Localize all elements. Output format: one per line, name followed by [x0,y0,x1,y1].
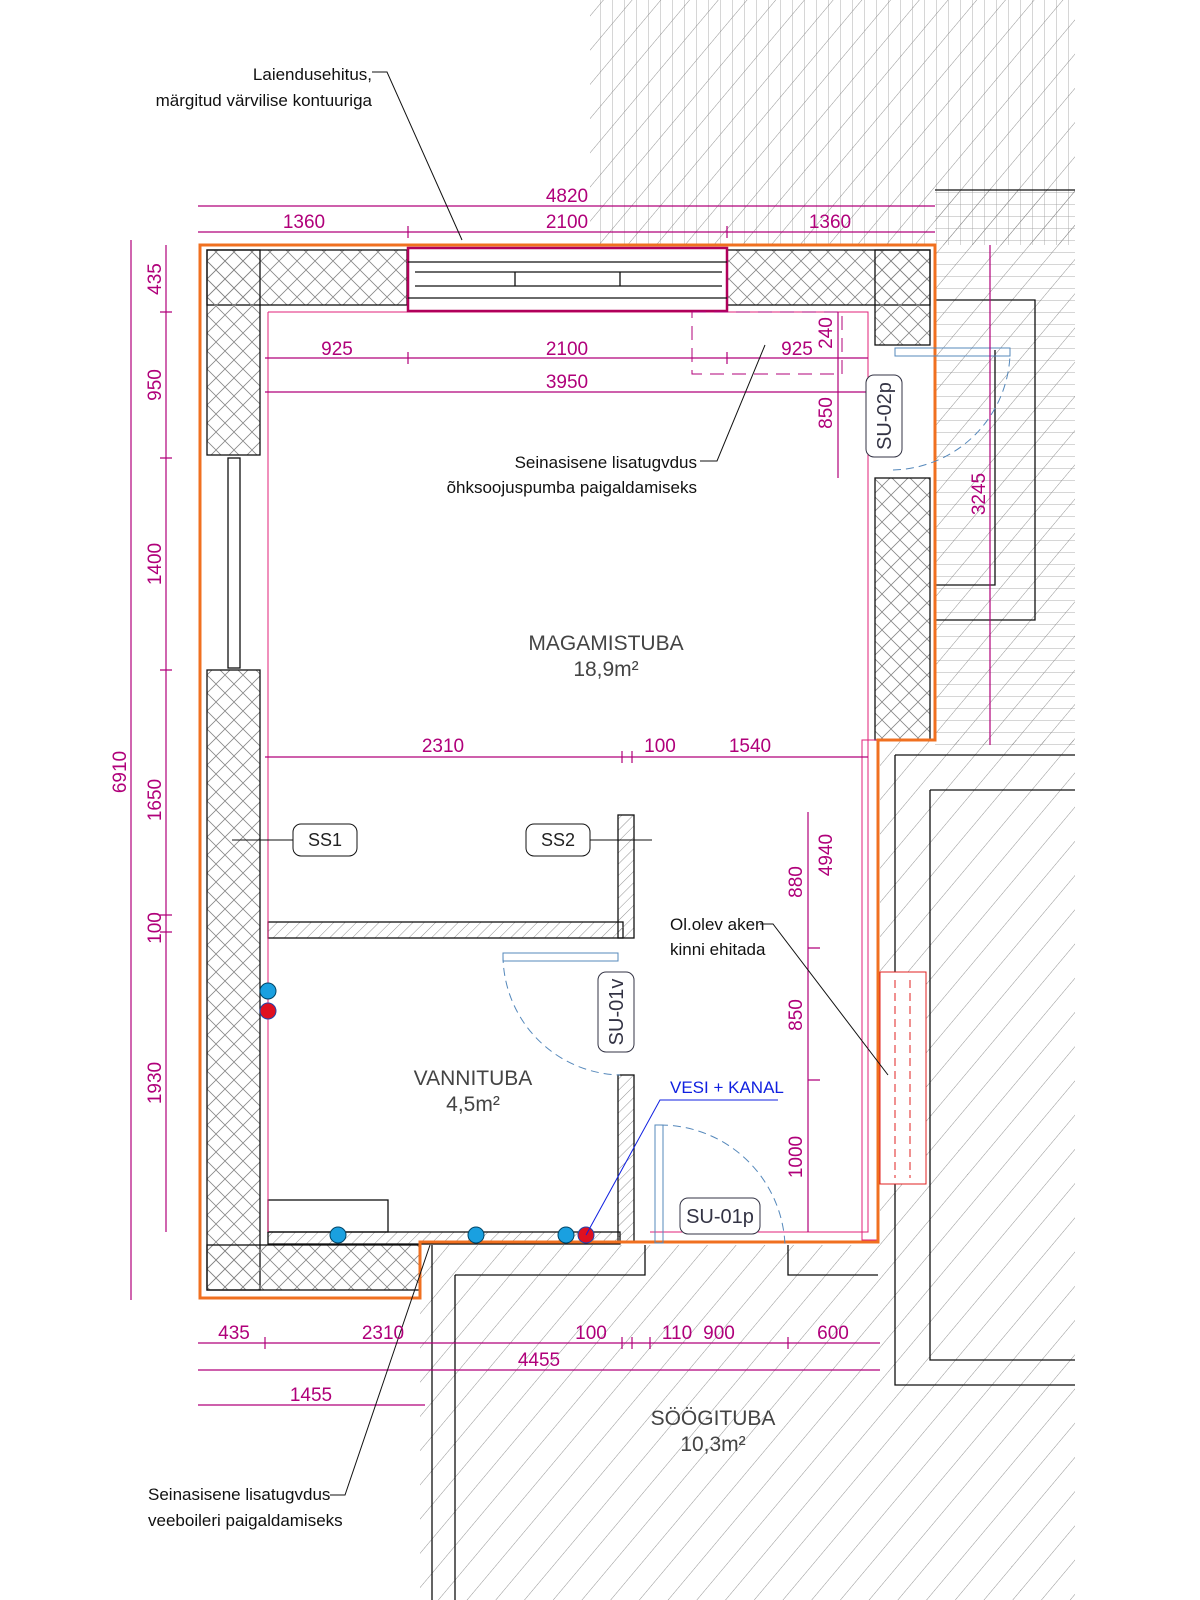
svg-text:435: 435 [145,263,166,295]
svg-text:2100: 2100 [546,339,588,360]
svg-text:2100: 2100 [546,212,588,233]
note-boiler: Seinasisene lisatugvdus [148,1485,330,1504]
leaders [330,71,889,1496]
svg-text:3245: 3245 [969,473,990,515]
svg-text:1650: 1650 [145,779,166,821]
room-area: 4,5m² [446,1093,500,1116]
svg-text:SU-02p: SU-02p [874,382,896,450]
svg-text:SS1: SS1 [308,830,342,850]
svg-text:4940: 4940 [816,834,837,876]
svg-text:850: 850 [786,999,807,1031]
note-extension: Laiendusehitus, [253,65,372,84]
svg-text:240: 240 [816,317,837,349]
svg-text:100: 100 [644,736,676,757]
section-marker-ss2: SS2 [525,823,652,857]
walls [206,249,931,1291]
svg-text:600: 600 [817,1323,849,1344]
svg-text:100: 100 [575,1323,607,1344]
svg-text:1540: 1540 [729,736,771,757]
door-tag-su-01v: SU-01v [597,971,635,1053]
svg-text:6910: 6910 [110,751,131,793]
sewer-pipe-icon [259,1002,277,1020]
water-pipe-icon [467,1226,485,1244]
room-area: 10,3m² [680,1433,745,1456]
svg-text:100: 100 [145,912,166,944]
svg-text:2310: 2310 [362,1323,404,1344]
svg-text:4455: 4455 [518,1350,560,1371]
svg-text:1360: 1360 [809,212,851,233]
svg-text:950: 950 [145,369,166,401]
water-pipe-icon [557,1226,575,1244]
door-swings [502,347,1011,1246]
svg-text:1360: 1360 [283,212,325,233]
door-tag-su-02p: SU-02p [865,374,903,458]
svg-text:1930: 1930 [145,1062,166,1104]
svg-text:SS2: SS2 [541,830,575,850]
svg-text:SU-01v: SU-01v [606,979,628,1046]
note-heatpump: õhksoojuspumba paigaldamiseks [447,478,697,497]
svg-text:1400: 1400 [145,543,166,585]
door-tag-su-01p: SU-01p [679,1197,761,1235]
svg-text:925: 925 [781,339,813,360]
water-pipe-icon [329,1226,347,1244]
svg-text:2310: 2310 [422,736,464,757]
svg-text:880: 880 [786,866,807,898]
svg-text:925: 925 [321,339,353,360]
svg-text:SU-01p: SU-01p [686,1206,754,1228]
svg-text:1455: 1455 [290,1385,332,1406]
dimension-labels: 4820 1360 2100 1360 925 2100 925 240 395… [110,186,990,1406]
extension-outline [198,243,937,1300]
svg-text:850: 850 [816,397,837,429]
svg-text:110: 110 [662,1323,692,1344]
section-marker-ss1: SS1 [232,823,358,857]
pipes [259,982,778,1244]
dimension-lines [130,205,991,1406]
note-window: kinni ehitada [670,940,766,959]
room-name: SÖÖGITUBA [651,1407,776,1430]
heatpump-niche [691,311,843,375]
svg-text:3950: 3950 [546,372,588,393]
svg-text:435: 435 [218,1323,250,1344]
svg-text:4820: 4820 [546,186,588,207]
water-pipe-icon [259,982,277,1000]
existing-window-closed [879,971,927,1185]
note-heatpump: Seinasisene lisatugvdus [515,453,697,472]
note-extension: märgitud värvilise kontuuriga [156,91,373,110]
note-boiler: veeboileri paigaldamiseks [148,1511,343,1530]
window-top [406,246,729,313]
svg-text:1000: 1000 [786,1136,807,1178]
room-area: 18,9m² [573,658,638,681]
plumbing-label: VESI + KANAL [670,1078,784,1097]
room-name: MAGAMISTUBA [528,632,683,655]
note-window: Ol.olev aken [670,915,765,934]
room-name: VANNITUBA [414,1067,533,1090]
svg-text:900: 900 [703,1323,735,1344]
